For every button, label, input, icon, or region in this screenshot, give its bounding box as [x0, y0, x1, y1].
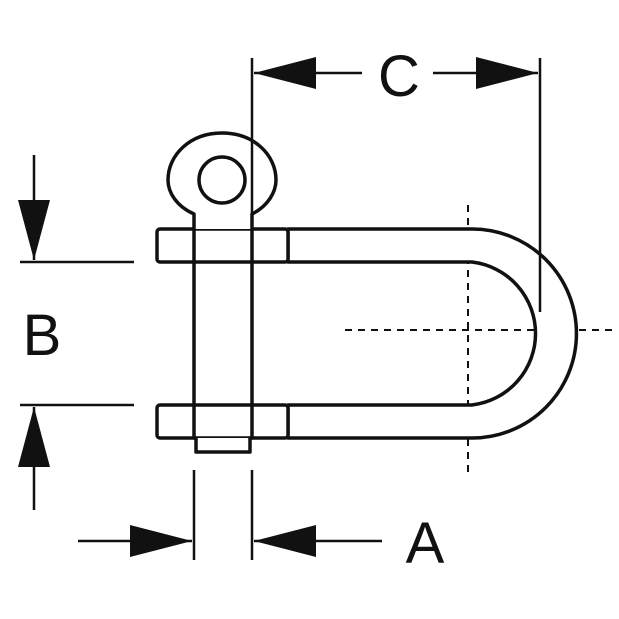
dimension-c-arrow-left [254, 57, 316, 89]
pin-eye-outer [166, 131, 278, 231]
dimension-b-arrow-top [18, 200, 50, 260]
lower-collar [155, 403, 290, 440]
dimension-c-arrow-right [476, 57, 538, 89]
dimension-c-label: C [378, 44, 420, 109]
shackle-bow [286, 227, 579, 440]
dimension-b-arrow-bottom [18, 407, 50, 467]
dimension-b: B [18, 155, 134, 510]
upper-collar [155, 227, 290, 264]
dimension-b-label: B [23, 303, 62, 368]
dimension-a-label: A [406, 511, 445, 576]
pin-eye [166, 131, 278, 231]
dimension-a-arrow-left [130, 525, 192, 557]
pin-tail [194, 436, 252, 454]
dimension-a-arrow-right [254, 525, 316, 557]
pin-eye-hole [197, 155, 247, 205]
shackle-body [286, 227, 579, 440]
dimension-a: A [78, 470, 445, 576]
dimension-c: C [250, 44, 542, 312]
